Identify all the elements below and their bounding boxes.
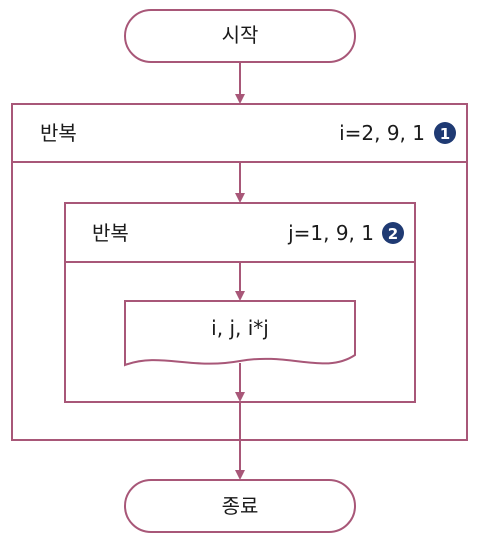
inner-loop-label: 반복 — [92, 221, 129, 245]
output-label: i, j, i*j — [211, 316, 269, 340]
end-label: 종료 — [222, 494, 259, 518]
outer-loop-badge-number: 1 — [440, 125, 450, 143]
outer-loop-badge: 1 — [434, 122, 456, 144]
inner-loop-badge: 2 — [382, 222, 404, 244]
start-terminator: 시작 — [124, 9, 356, 63]
outer-loop-params: i=2, 9, 1 — [339, 121, 425, 145]
outer-loop-label: 반복 — [40, 121, 77, 145]
output-document-symbol: i, j, i*j — [124, 300, 356, 367]
inner-loop-badge-number: 2 — [388, 225, 398, 243]
start-label: 시작 — [222, 23, 259, 47]
inner-loop-params: j=1, 9, 1 — [287, 221, 374, 245]
end-terminator: 종료 — [124, 479, 356, 533]
